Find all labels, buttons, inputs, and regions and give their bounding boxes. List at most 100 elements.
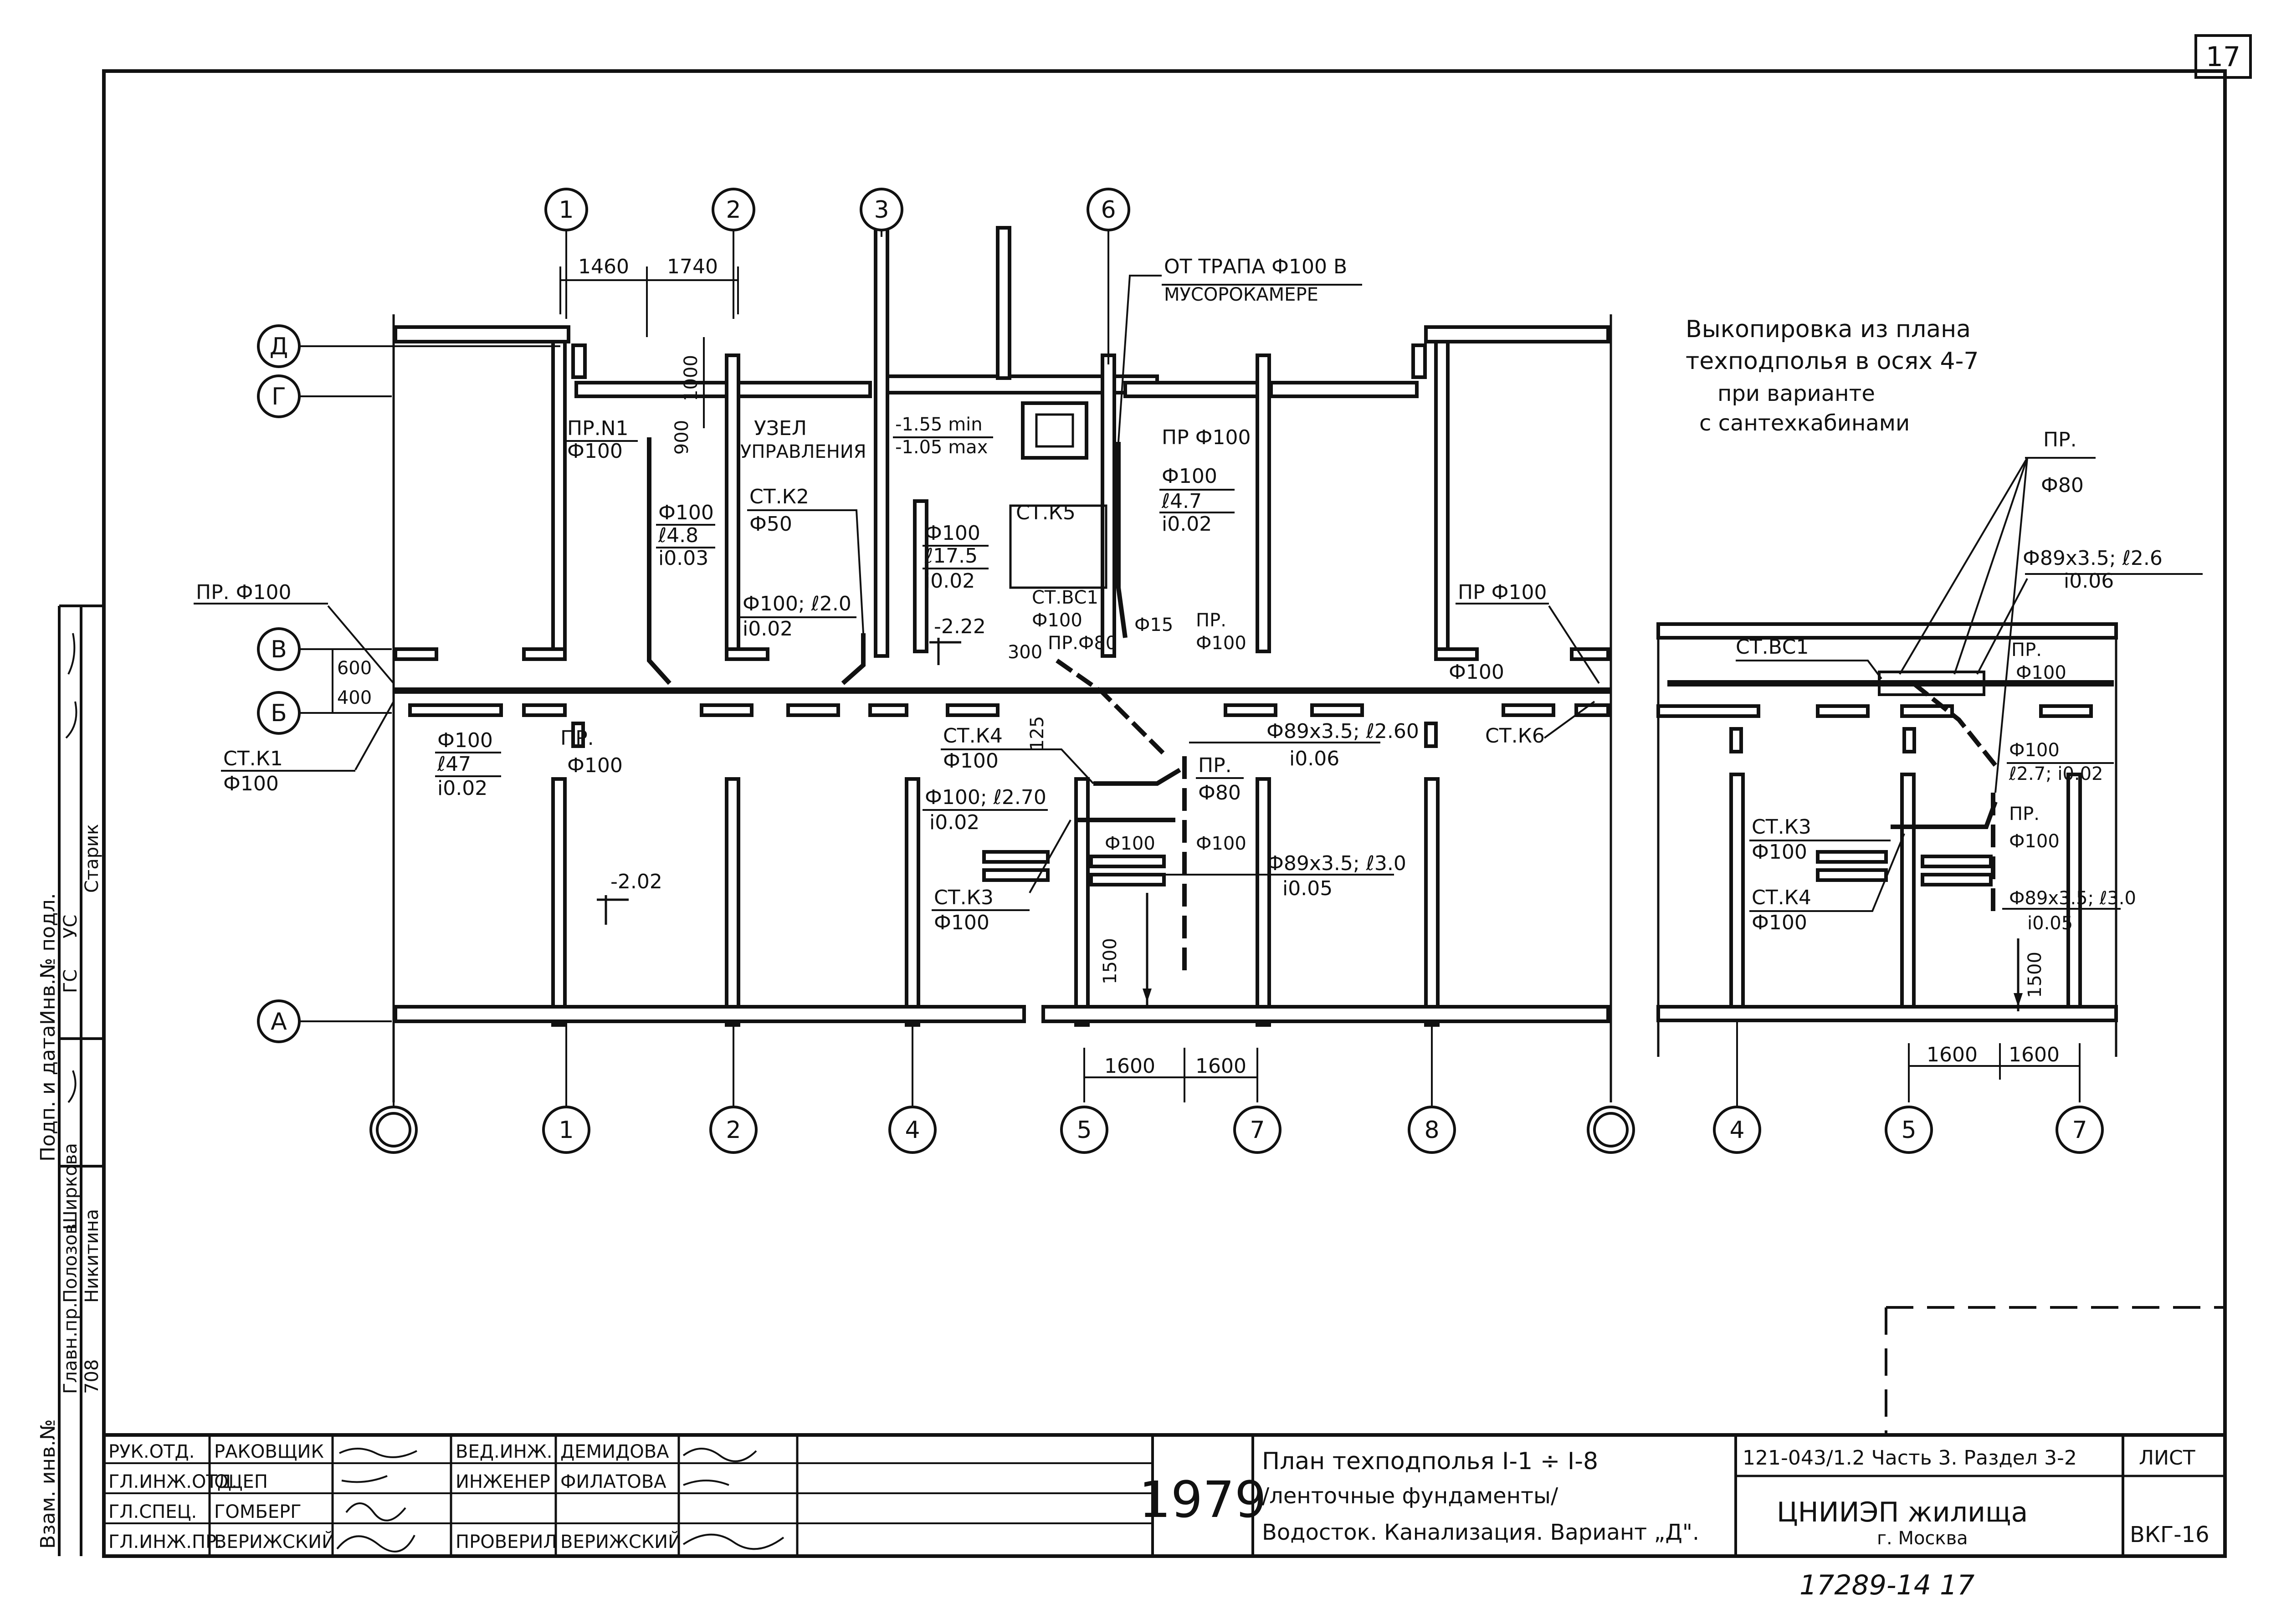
inset-pr-b: ПР. xyxy=(2009,804,2040,825)
wall-stub-2 xyxy=(1411,343,1427,379)
inset-dim-1600-a: 1600 xyxy=(1927,1043,1978,1066)
grid-bubble-a xyxy=(257,999,301,1043)
drawing-frame xyxy=(102,69,2227,1558)
inset-f80: Ф80 xyxy=(2041,474,2084,497)
wall-stub-1 xyxy=(571,343,587,379)
leader-pr-right xyxy=(1548,605,1600,684)
strip-text-8: ГС xyxy=(60,969,81,993)
wall-mid-2 xyxy=(522,647,567,661)
inset-f100-c: Ф100 xyxy=(2009,831,2060,852)
wall-top-3 xyxy=(736,381,872,398)
dim-1000: 1000 xyxy=(681,355,702,401)
wall-pier-1 xyxy=(571,722,585,748)
inset-f100-e: Ф100 xyxy=(1752,911,1807,934)
grid-bubble-top-1 xyxy=(544,188,588,231)
wall-top-1 xyxy=(394,325,570,343)
label-pr-b: ПР. xyxy=(560,727,594,750)
label-elev-202: -2.02 xyxy=(610,870,662,893)
inset-title-4: с сантехкабинами xyxy=(1699,410,1910,436)
inset-pipe-diagonal xyxy=(1912,681,1997,767)
label-f80: Ф80 xyxy=(1198,781,1241,804)
label-l47-b: ℓ47 xyxy=(437,753,471,776)
pipe-pr1 xyxy=(647,437,672,685)
leader-k2 xyxy=(747,509,864,634)
inset-f100-a: Ф100 xyxy=(2016,662,2066,683)
dim-1600-a: 1600 xyxy=(1104,1055,1155,1078)
strip-text-10: Старик xyxy=(82,824,103,893)
signatures xyxy=(336,1448,784,1552)
fixture-4 xyxy=(1089,873,1166,886)
label-pr-f100-right: ПР Ф100 xyxy=(1458,581,1547,604)
wall-v-8 xyxy=(1434,340,1450,653)
inset-fixture-4 xyxy=(1921,873,1993,886)
label-l47-a: ℓ4.7 xyxy=(1161,490,1202,513)
inset-stk3: СТ.К3 xyxy=(1752,815,1811,839)
inset-wall-v-5 xyxy=(1900,773,1916,1022)
inset-axis-7: 7 xyxy=(2072,1117,2087,1144)
inset-wall-bottom xyxy=(1656,1005,2118,1022)
label-i002-d: i0.02 xyxy=(437,777,487,800)
inset-bubble-7 xyxy=(2056,1106,2104,1154)
dim-600: 600 xyxy=(337,658,372,679)
annotations: ОТ ТРАПА Ф100 В МУСОРОКАМЕРЕ УЗЕЛ УПРАВЛ… xyxy=(194,255,1549,934)
grid-label-bottom-1: 1 xyxy=(559,1117,574,1144)
grid-label-top-2: 2 xyxy=(726,196,741,224)
organization-city: г. Москва xyxy=(1877,1528,1968,1549)
label-f100-c: Ф100 xyxy=(658,501,714,524)
grid-label-v: В xyxy=(271,636,287,663)
label-f100-l: Ф100 xyxy=(934,911,989,934)
trash-shaft-inner xyxy=(1035,413,1074,448)
inset-bubble-5 xyxy=(1885,1106,1933,1154)
bottom-note: 17289-14 17 xyxy=(1799,1569,1974,1601)
leader-stk3 xyxy=(1029,820,1071,893)
leader-stk1 xyxy=(354,701,395,770)
inset-pier-2 xyxy=(1902,727,1916,753)
label-f89-26: Ф89х3.5; ℓ2.60 xyxy=(1266,720,1419,743)
inset-fixture-1 xyxy=(1816,850,1888,864)
pipe-k4 xyxy=(1093,768,1181,786)
wall-bottom-1 xyxy=(394,1005,1026,1023)
wall-v-2 xyxy=(725,353,740,653)
role-2: ГЛ.ИНЖ.ОТД. xyxy=(108,1471,237,1492)
dim-1460: 1460 xyxy=(578,255,629,278)
grid-bubble-bottom-9-inner xyxy=(1593,1112,1629,1148)
inset-block xyxy=(1878,671,1985,696)
inset-leader-f89 xyxy=(1976,578,2028,675)
wall-low-7 xyxy=(1224,703,1277,717)
grid-bubble-bottom-0-inner xyxy=(376,1112,411,1148)
grid-bubble-d xyxy=(257,324,301,368)
wall-low-9 xyxy=(1502,703,1555,717)
grid-label-top-3: 3 xyxy=(874,196,889,224)
inset-leader-stvc1 xyxy=(1736,660,1882,680)
label-from-trap-2: МУСОРОКАМЕРЕ xyxy=(1164,284,1318,305)
strip-text-4: Главн.пр. xyxy=(60,1302,81,1394)
strip-signatures xyxy=(65,633,77,1103)
sheet-code: ВКГ-16 xyxy=(2130,1522,2209,1547)
wall-top-5 xyxy=(1269,381,1419,398)
inset-dim-1500: 1500 xyxy=(2025,952,2045,998)
inset-axis-5: 5 xyxy=(1901,1117,1916,1144)
name2-2: ФИЛАТОВА xyxy=(560,1471,666,1492)
label-stk1: СТ.К1 xyxy=(223,747,283,770)
label-f100-n: Ф100 xyxy=(1196,833,1246,854)
wall-v-low-1 xyxy=(551,777,567,1027)
strip-text-7: Ширкова xyxy=(60,1143,81,1230)
wall-low-5 xyxy=(868,703,908,717)
grid-label-bottom-8: 8 xyxy=(1424,1117,1439,1144)
label-stk2: СТ.К2 xyxy=(749,485,809,508)
inset-wall-mid-3 xyxy=(1900,704,1954,718)
label-i002-e: i0.02 xyxy=(929,811,979,834)
wall-v-core xyxy=(996,226,1011,380)
grid-bubble-top-2 xyxy=(712,188,755,231)
label-f100-h: Ф100 xyxy=(223,772,279,795)
grid-label-d: Д xyxy=(270,333,288,360)
name2-1: ДЕМИДОВА xyxy=(560,1441,669,1462)
label-elev-222: -2.22 xyxy=(934,615,986,638)
name-3: ГОМБЕРГ xyxy=(214,1501,302,1522)
title-line-1: План техподполья I-1 ÷ I-8 xyxy=(1262,1448,1598,1475)
label-f100-a: Ф100 xyxy=(567,440,623,463)
label-f100-d: Ф100 xyxy=(925,522,980,545)
grid-bubbles: 1 2 3 6 Д Г В Б А 1 2 4 5 7 8 xyxy=(257,188,1635,1154)
inset-wall-mid-1 xyxy=(1656,704,1760,718)
label-f100-e: Ф100 xyxy=(1032,610,1082,631)
